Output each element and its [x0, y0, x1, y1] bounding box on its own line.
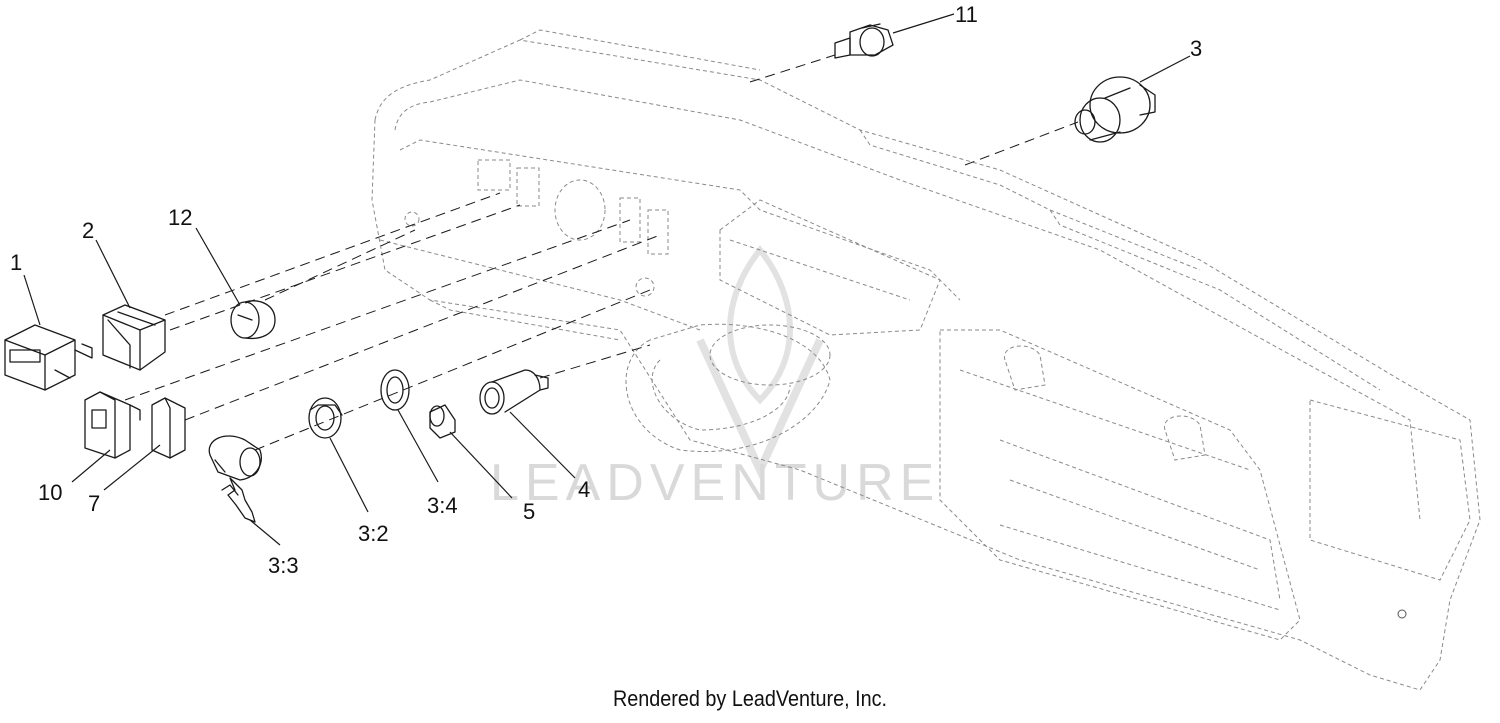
callout-5: 5	[523, 499, 535, 524]
watermark-text: LEADVENTURE	[490, 454, 940, 512]
callout-3-4: 3:4	[427, 493, 458, 518]
part-3-2-nut[interactable]	[308, 397, 343, 439]
leader-lines	[23, 13, 1191, 546]
assembly-lines	[124, 54, 1079, 451]
callout-7: 7	[88, 491, 100, 516]
callout-2: 2	[82, 218, 94, 243]
callout-11: 11	[955, 2, 978, 27]
part-7-plate[interactable]	[151, 397, 186, 459]
part-5-cap[interactable]	[429, 404, 456, 439]
callout-4: 4	[578, 477, 590, 502]
dashboard-housing	[371, 29, 1481, 691]
callout-12: 12	[168, 205, 192, 230]
part-3-ignition-switch[interactable]	[1074, 76, 1156, 143]
caption: Rendered by LeadVenture, Inc.	[612, 686, 888, 711]
callout-3-2: 3:2	[358, 521, 389, 546]
callout-3-3: 3:3	[268, 553, 299, 578]
part-11-bulb[interactable]	[834, 23, 894, 59]
part-10-switch[interactable]	[84, 391, 141, 459]
callout-3: 3	[1190, 36, 1202, 61]
part-4-outlet[interactable]	[479, 369, 549, 415]
callout-labels: 1 2 12 11 3 10 7 3:3 3:2 3:4 5 4	[10, 2, 1202, 578]
part-3-3-key[interactable]	[208, 435, 262, 523]
part-2-rocker-switch[interactable]	[102, 304, 166, 371]
part-1-switch[interactable]	[4, 324, 93, 391]
callout-10: 10	[38, 480, 62, 505]
part-3-4-washer[interactable]	[380, 369, 410, 411]
part-12-plug[interactable]	[230, 300, 276, 340]
callout-1: 1	[10, 250, 22, 275]
watermark: LEADVENTURE	[490, 245, 940, 512]
